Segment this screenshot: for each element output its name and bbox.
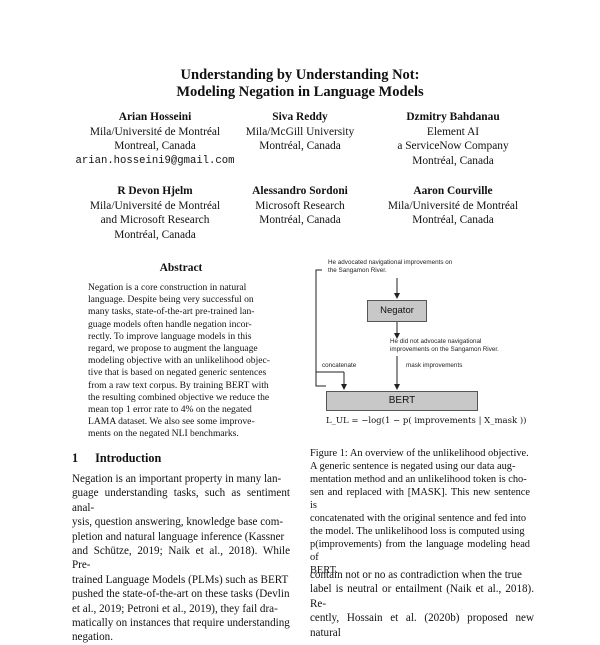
author-location: Montreal, Canada: [114, 140, 196, 153]
author-name: R Devon Hjelm: [117, 185, 193, 197]
original-sentence-line: He advocated navigational improvements o…: [328, 259, 453, 266]
intro-line: and Schütze, 2019; Naik et al., 2018). W…: [72, 545, 290, 572]
abstract-line: modeling objective with an unlikelihood …: [88, 355, 270, 367]
loss-formula: L_UL = −log(1 − p( improvements | X_mask…: [326, 416, 527, 426]
section-heading: 1 Introduction: [72, 451, 161, 466]
author-affiliation: Element AI: [426, 125, 480, 138]
figure-arrows: [315, 269, 400, 390]
author-name: Aaron Courville: [413, 185, 493, 197]
abstract-body: Negation is a core construction in natur…: [88, 282, 276, 441]
abstract-line: language. Despite being very successful …: [88, 294, 254, 306]
abstract-line: LAMA dataset. We also see some improve-: [88, 416, 255, 428]
author-location: Montréal, Canada: [412, 214, 494, 227]
caption-line: BERT.: [310, 565, 338, 576]
concatenate-label: concatenate: [322, 362, 357, 369]
abstract-line: Negation is a core construction in natur…: [88, 282, 247, 293]
section-title: Introduction: [95, 451, 162, 465]
negated-sentence-line: improvements on the Sangamon River.: [390, 345, 499, 353]
author-location: Montréal, Canada: [259, 140, 341, 153]
author-block-5: Alessandro Sordoni Microsoft Research Mo…: [230, 184, 370, 228]
intro-line: matically on instances that require unde…: [72, 617, 290, 630]
abstract-line: mean top 1 error rate to 4% on the negat…: [88, 404, 252, 416]
author-location: Montréal, Canada: [259, 214, 341, 227]
abstract-line: tive that is based on negated generic se…: [88, 367, 267, 379]
concatenate-path: [315, 269, 326, 387]
original-sentence-line: the Sangamon River.: [328, 266, 387, 274]
abstract-line: guage models often handle negation incor…: [88, 318, 252, 330]
abstract-line: rectly. To improve language models in th…: [88, 330, 252, 342]
caption-line: the model. The unlikelihood loss is comp…: [310, 526, 525, 537]
author-name: Alessandro Sordoni: [252, 185, 348, 197]
negated-sentence: He did not advocate navigational improve…: [390, 338, 528, 353]
caption-line: Figure 1: An overview of the unlikelihoo…: [310, 448, 529, 459]
author-affiliation: a ServiceNow Company: [397, 140, 509, 153]
mask-label: mask improvements: [406, 362, 463, 369]
paper-title-line-2: Modeling Negation in Language Models: [176, 84, 424, 100]
author-block-2: Siva Reddy Mila/McGill University Montré…: [230, 110, 370, 154]
right-column-text: contain not or no as contradiction when …: [310, 568, 534, 640]
abstract-line: ments on the negated NLI benchmarks.: [88, 428, 239, 440]
author-block-4: R Devon Hjelm Mila/Université de Montréa…: [60, 184, 250, 242]
author-name: Arian Hosseini: [118, 111, 192, 123]
right-line: cently, Hossain et al. (2020b) proposed …: [310, 612, 534, 639]
intro-line: pletion and natural language inference (…: [72, 530, 285, 543]
negated-sentence-line: He did not advocate navigational: [390, 338, 482, 345]
author-affiliation: Mila/McGill University: [245, 125, 355, 138]
bert-box: BERT: [326, 391, 478, 411]
caption-line: sen and replaced with [MASK]. This new s…: [310, 487, 530, 511]
intro-line: et al., 2019; Petroni et al., 2019), the…: [72, 602, 278, 615]
caption-line: p(improvements) from the language modeli…: [310, 539, 530, 563]
right-line: contain not or no as contradiction when …: [310, 569, 522, 581]
original-sentence: He advocated navigational improvements o…: [328, 259, 528, 274]
abstract-line: regard, we propose to augment the langua…: [88, 343, 258, 355]
author-affiliation: Mila/Université de Montréal: [89, 125, 221, 138]
figure-caption: Figure 1: An overview of the unlikelihoo…: [310, 447, 530, 577]
author-affiliation: and Microsoft Research: [100, 214, 210, 227]
intro-paragraph: Negation is an important property in man…: [72, 472, 290, 645]
author-name: Siva Reddy: [272, 111, 328, 123]
paper-title-line-1: Understanding by Understanding Not:: [180, 67, 420, 83]
abstract-line: the resulting combined objective we redu…: [88, 391, 270, 403]
intro-line: Negation is an important property in man…: [72, 473, 282, 485]
author-location: Montréal, Canada: [114, 228, 196, 241]
author-location: Montréal, Canada: [412, 154, 494, 167]
author-name: Dzmitry Bahdanau: [406, 111, 500, 123]
abstract-line: many tasks, state-of-the-art pre-trained…: [88, 306, 255, 318]
abstract-line: from a raw text corpus. By training BERT…: [88, 379, 269, 391]
author-block-1: Arian Hosseini Mila/Université de Montré…: [60, 110, 250, 168]
intro-line: trained Language Models (PLMs) such as B…: [72, 573, 289, 586]
caption-line: mentation method and an unlikelihood tok…: [310, 474, 527, 485]
intro-line: ysis, question answering, knowledge base…: [72, 516, 284, 529]
negator-box: Negator: [367, 300, 427, 322]
bert-label: BERT: [388, 395, 416, 406]
author-email[interactable]: arian.hosseini9@gmail.com: [75, 154, 235, 167]
author-block-3: Dzmitry Bahdanau Element AI a ServiceNow…: [370, 110, 536, 168]
caption-line: concatenated with the original sentence …: [310, 513, 527, 524]
intro-line: guage understanding tasks, such as senti…: [72, 487, 290, 514]
abstract-heading: Abstract: [159, 262, 203, 274]
author-block-6: Aaron Courville Mila/Université de Montr…: [364, 184, 542, 228]
right-line: label is neutral or entailment (Naik et …: [310, 583, 534, 610]
author-affiliation: Mila/Université de Montréal: [387, 199, 519, 212]
caption-line: A generic sentence is negated using our …: [310, 461, 516, 472]
author-affiliation: Microsoft Research: [255, 199, 345, 212]
author-affiliation: Mila/Université de Montréal: [89, 199, 221, 212]
figure-1-diagram: He advocated navigational improvements o…: [310, 256, 528, 434]
intro-line: negation.: [72, 631, 113, 644]
negator-label: Negator: [380, 305, 414, 316]
intro-line: pushed the state-of-the-art on these tas…: [72, 588, 290, 601]
section-number: 1: [72, 451, 79, 465]
